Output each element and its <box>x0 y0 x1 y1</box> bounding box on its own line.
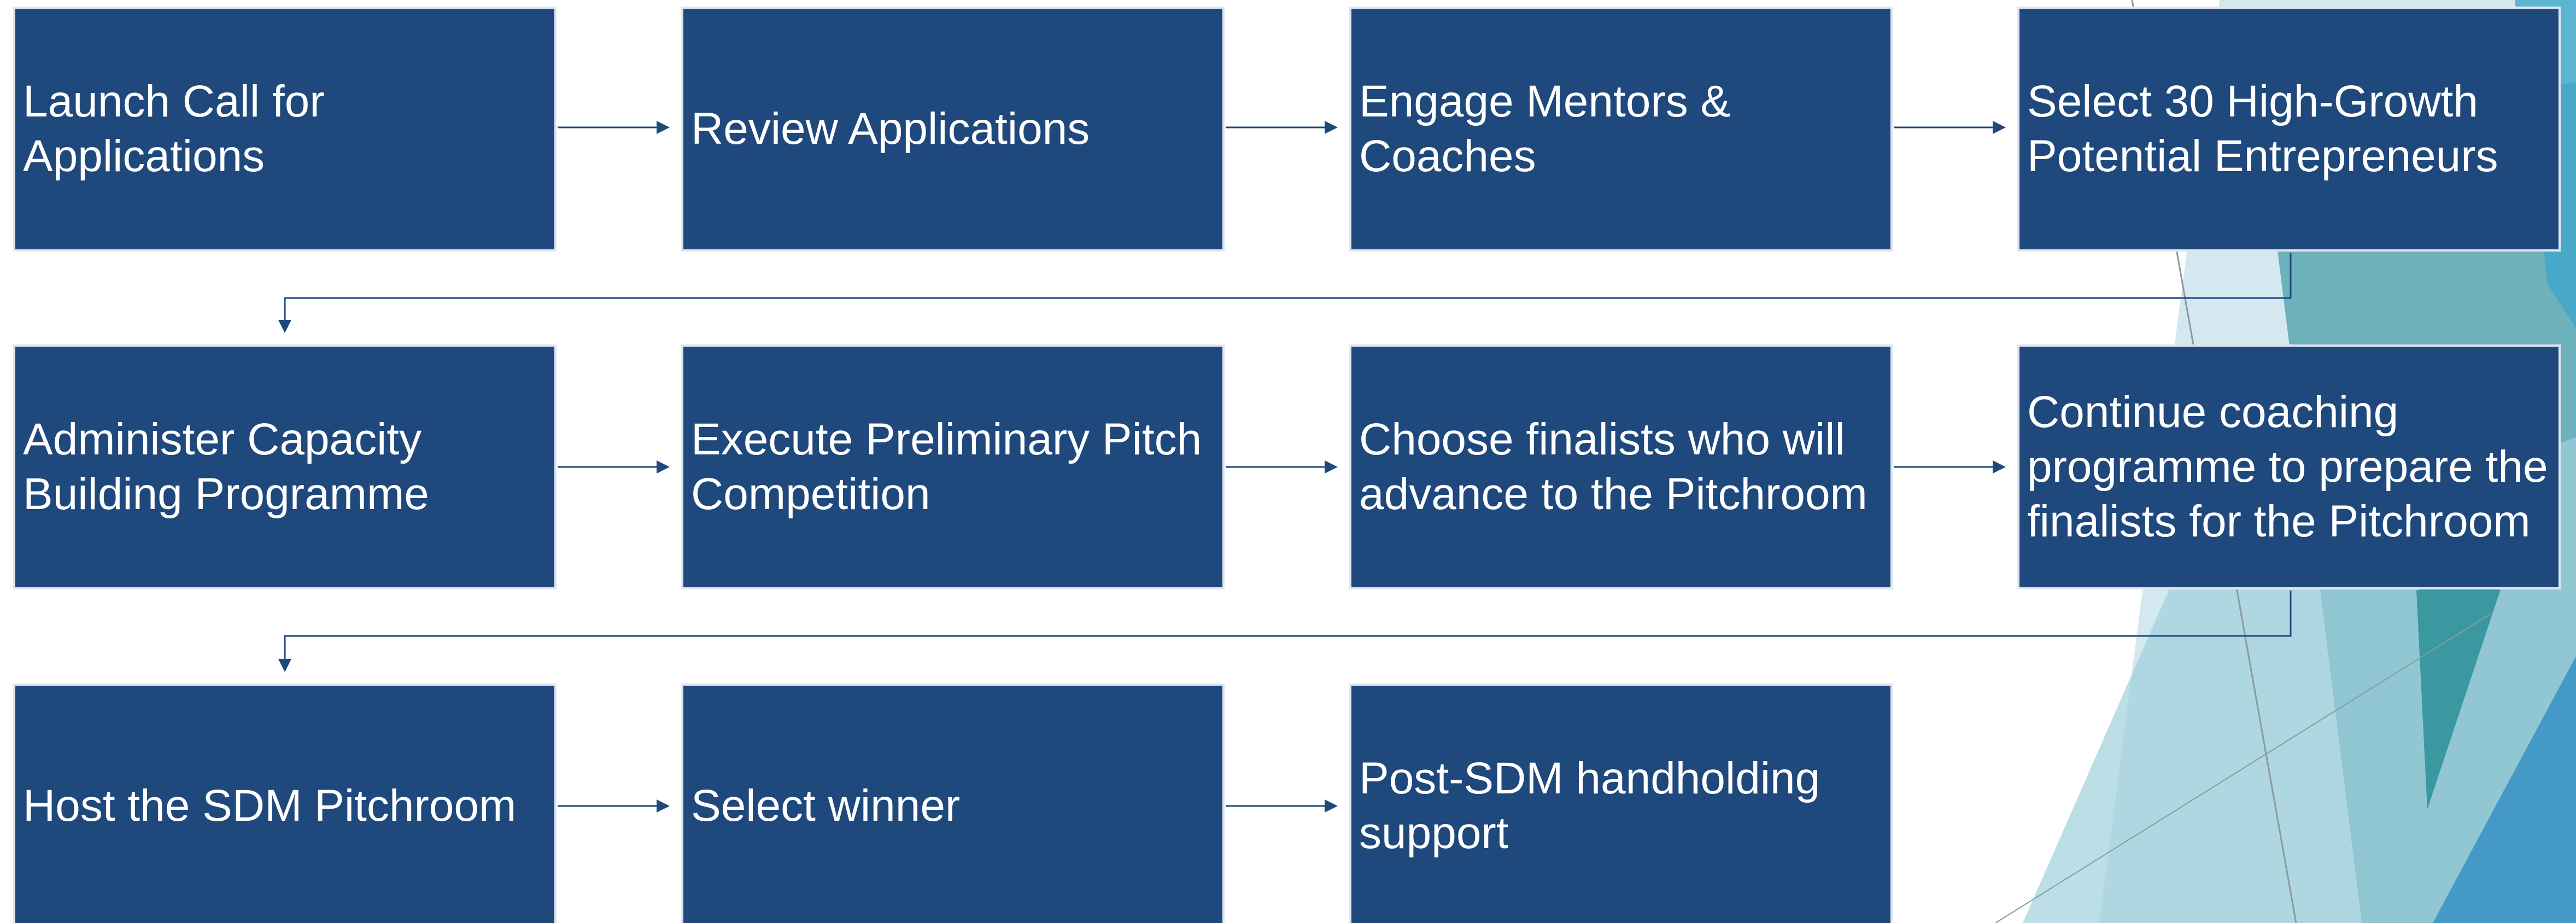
step-label: Select winner <box>691 781 961 831</box>
step-label: Choose finalists who will advance to the… <box>1359 414 1867 519</box>
step-label: Launch Call for Applications <box>23 77 325 181</box>
step-label: Execute Preliminary Pitch Competition <box>691 414 1202 519</box>
step-administer-capacity-building: Administer Capacity Building Programme <box>13 344 557 589</box>
step-review-applications: Review Applications <box>681 7 1225 252</box>
step-launch-call-for-applications: Launch Call for Applications <box>13 7 557 252</box>
deco-shape-teal-2 <box>2416 547 2515 809</box>
step-choose-finalists: Choose finalists who will advance to the… <box>1349 344 1893 589</box>
step-post-sdm-handholding: Post-SDM handholding support <box>1349 684 1893 923</box>
step-execute-preliminary-pitch: Execute Preliminary Pitch Competition <box>681 344 1225 589</box>
step-label: Post-SDM handholding support <box>1359 753 1820 858</box>
deco-shape-blue <box>2433 656 2576 923</box>
step-label: Select 30 High-Growth Potential Entrepre… <box>2027 77 2498 181</box>
step-label: Administer Capacity Building Programme <box>23 414 429 519</box>
step-label: Review Applications <box>691 104 1090 154</box>
step-select-30-entrepreneurs: Select 30 High-Growth Potential Entrepre… <box>2017 7 2561 252</box>
step-select-winner: Select winner <box>681 684 1225 923</box>
step-label: Host the SDM Pitchroom <box>23 781 517 831</box>
step-continue-coaching: Continue coaching programme to prepare t… <box>2017 344 2561 589</box>
step-host-sdm-pitchroom: Host the SDM Pitchroom <box>13 684 557 923</box>
step-engage-mentors-coaches: Engage Mentors & Coaches <box>1349 7 1893 252</box>
step-label: Continue coaching programme to prepare t… <box>2027 387 2548 546</box>
deco-line-2 <box>1995 612 2493 923</box>
step-label: Engage Mentors & Coaches <box>1359 77 1731 181</box>
